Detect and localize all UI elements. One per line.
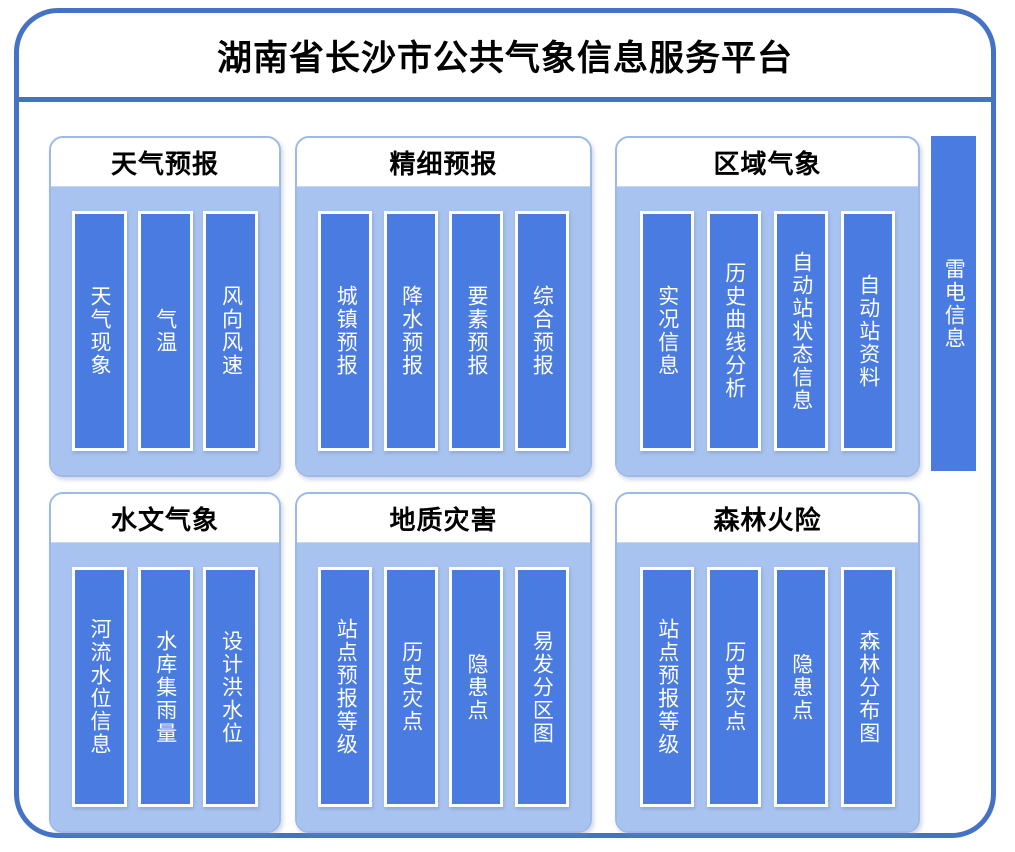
module-item-shejihongshuiwei[interactable]: 设计洪水位 xyxy=(203,567,259,807)
module-item-label: 历史曲线分析 xyxy=(722,262,747,400)
module-item-leidianxinxi[interactable]: 雷电信息 xyxy=(931,136,976,471)
module-item-tianqixianxiang[interactable]: 天气现象 xyxy=(71,211,127,451)
module-item-label: 水库集雨量 xyxy=(153,629,178,745)
module-item-shikuangxinxi[interactable]: 实况信息 xyxy=(640,211,694,451)
module-item-lishiquxianfenxi[interactable]: 历史曲线分析 xyxy=(707,211,761,451)
panel-header: 天气预报 xyxy=(51,138,279,187)
module-item-label: 自动站状态信息 xyxy=(789,250,814,412)
title-divider xyxy=(19,97,991,102)
module-item-label: 雷电信息 xyxy=(942,257,967,350)
modules-container: 天气预报 天气现象 气温 风向风速 精细预报 城镇预报 xyxy=(19,102,991,833)
module-item-label: 气温 xyxy=(153,308,178,354)
panel-hydrological-meteorology[interactable]: 水文气象 河流水位信息 水库集雨量 设计洪水位 xyxy=(49,492,281,833)
panel-header: 森林火险 xyxy=(617,494,918,543)
module-item-label: 站点预报等级 xyxy=(334,618,359,756)
module-item-heliushuiweixinxi[interactable]: 河流水位信息 xyxy=(71,567,127,807)
module-item-label: 实况信息 xyxy=(655,285,680,377)
module-item-yinhuandian[interactable]: 隐患点 xyxy=(774,567,828,807)
module-item-shuikujiyuliang[interactable]: 水库集雨量 xyxy=(137,567,193,807)
module-item-label: 隐患点 xyxy=(789,652,814,722)
module-item-label: 天气现象 xyxy=(88,285,113,377)
panel-forest-fire-risk[interactable]: 森林火险 站点预报等级 历史灾点 隐患点 森林分布图 xyxy=(615,492,920,833)
module-item-label: 河流水位信息 xyxy=(88,618,113,756)
panel-body: 站点预报等级 历史灾点 隐患点 易发分区图 xyxy=(297,543,590,831)
panel-body: 实况信息 历史曲线分析 自动站状态信息 自动站资料 xyxy=(617,187,918,475)
panel-title: 水文气象 xyxy=(110,505,219,536)
module-item-label: 站点预报等级 xyxy=(655,618,680,756)
panel-title: 区域气象 xyxy=(713,149,822,180)
panel-title: 地质灾害 xyxy=(389,505,498,536)
platform-title-bar: 湖南省长沙市公共气象信息服务平台 xyxy=(19,13,991,97)
panel-header: 水文气象 xyxy=(51,494,279,543)
panel-title: 精细预报 xyxy=(389,149,498,180)
module-item-label: 历史灾点 xyxy=(399,641,424,733)
panel-header: 精细预报 xyxy=(297,138,590,187)
page-title: 湖南省长沙市公共气象信息服务平台 xyxy=(216,38,793,79)
module-item-yinhuandian[interactable]: 隐患点 xyxy=(449,567,504,807)
platform-frame: 湖南省长沙市公共气象信息服务平台 天气预报 天气现象 气温 风向风速 xyxy=(14,8,996,838)
module-item-label: 降水预报 xyxy=(399,285,424,377)
panel-weather-forecast[interactable]: 天气预报 天气现象 气温 风向风速 xyxy=(49,136,281,477)
panel-body: 河流水位信息 水库集雨量 设计洪水位 xyxy=(51,543,279,831)
module-item-label: 设计洪水位 xyxy=(219,629,244,745)
panel-title: 森林火险 xyxy=(713,505,822,536)
panel-body: 站点预报等级 历史灾点 隐患点 森林分布图 xyxy=(617,543,918,831)
module-item-zhandianyubaodengji[interactable]: 站点预报等级 xyxy=(640,567,694,807)
module-item-label: 自动站资料 xyxy=(856,273,881,389)
module-item-label: 森林分布图 xyxy=(856,629,881,745)
module-item-label: 风向风速 xyxy=(219,285,244,377)
module-item-yifafenqutu[interactable]: 易发分区图 xyxy=(514,567,569,807)
module-item-label: 综合预报 xyxy=(530,285,555,377)
module-item-label: 城镇预报 xyxy=(334,285,359,377)
panel-body: 城镇预报 降水预报 要素预报 综合预报 xyxy=(297,187,590,475)
panel-geological-hazard[interactable]: 地质灾害 站点预报等级 历史灾点 隐患点 易发分区图 xyxy=(295,492,592,833)
panel-fine-forecast[interactable]: 精细预报 城镇预报 降水预报 要素预报 综合预报 xyxy=(295,136,592,477)
module-item-yaosuyubao[interactable]: 要素预报 xyxy=(449,211,504,451)
module-item-fengxiangfengsu[interactable]: 风向风速 xyxy=(203,211,259,451)
panel-regional-meteorology[interactable]: 区域气象 实况信息 历史曲线分析 自动站状态信息 自动站资料 xyxy=(615,136,920,477)
module-item-jiangshuiyubao[interactable]: 降水预报 xyxy=(383,211,438,451)
module-item-zongheyubao[interactable]: 综合预报 xyxy=(514,211,569,451)
panel-title: 天气预报 xyxy=(110,149,219,180)
module-item-lishizaidian[interactable]: 历史灾点 xyxy=(707,567,761,807)
module-item-label: 隐患点 xyxy=(464,652,489,722)
module-item-zidongzhanzhuangtaixinxi[interactable]: 自动站状态信息 xyxy=(774,211,828,451)
module-item-chengzhenyubao[interactable]: 城镇预报 xyxy=(318,211,373,451)
module-item-lishizaidian[interactable]: 历史灾点 xyxy=(383,567,438,807)
panel-header: 地质灾害 xyxy=(297,494,590,543)
module-item-label: 易发分区图 xyxy=(530,629,555,745)
module-item-zhandianyubaodengji[interactable]: 站点预报等级 xyxy=(318,567,373,807)
panel-header: 区域气象 xyxy=(617,138,918,187)
module-item-label: 历史灾点 xyxy=(722,641,747,733)
module-item-label: 要素预报 xyxy=(464,285,489,377)
module-item-zidongzhanziliao[interactable]: 自动站资料 xyxy=(841,211,895,451)
module-item-qiwen[interactable]: 气温 xyxy=(137,211,193,451)
panel-body: 天气现象 气温 风向风速 xyxy=(51,187,279,475)
module-item-senlinfenbutu[interactable]: 森林分布图 xyxy=(841,567,895,807)
